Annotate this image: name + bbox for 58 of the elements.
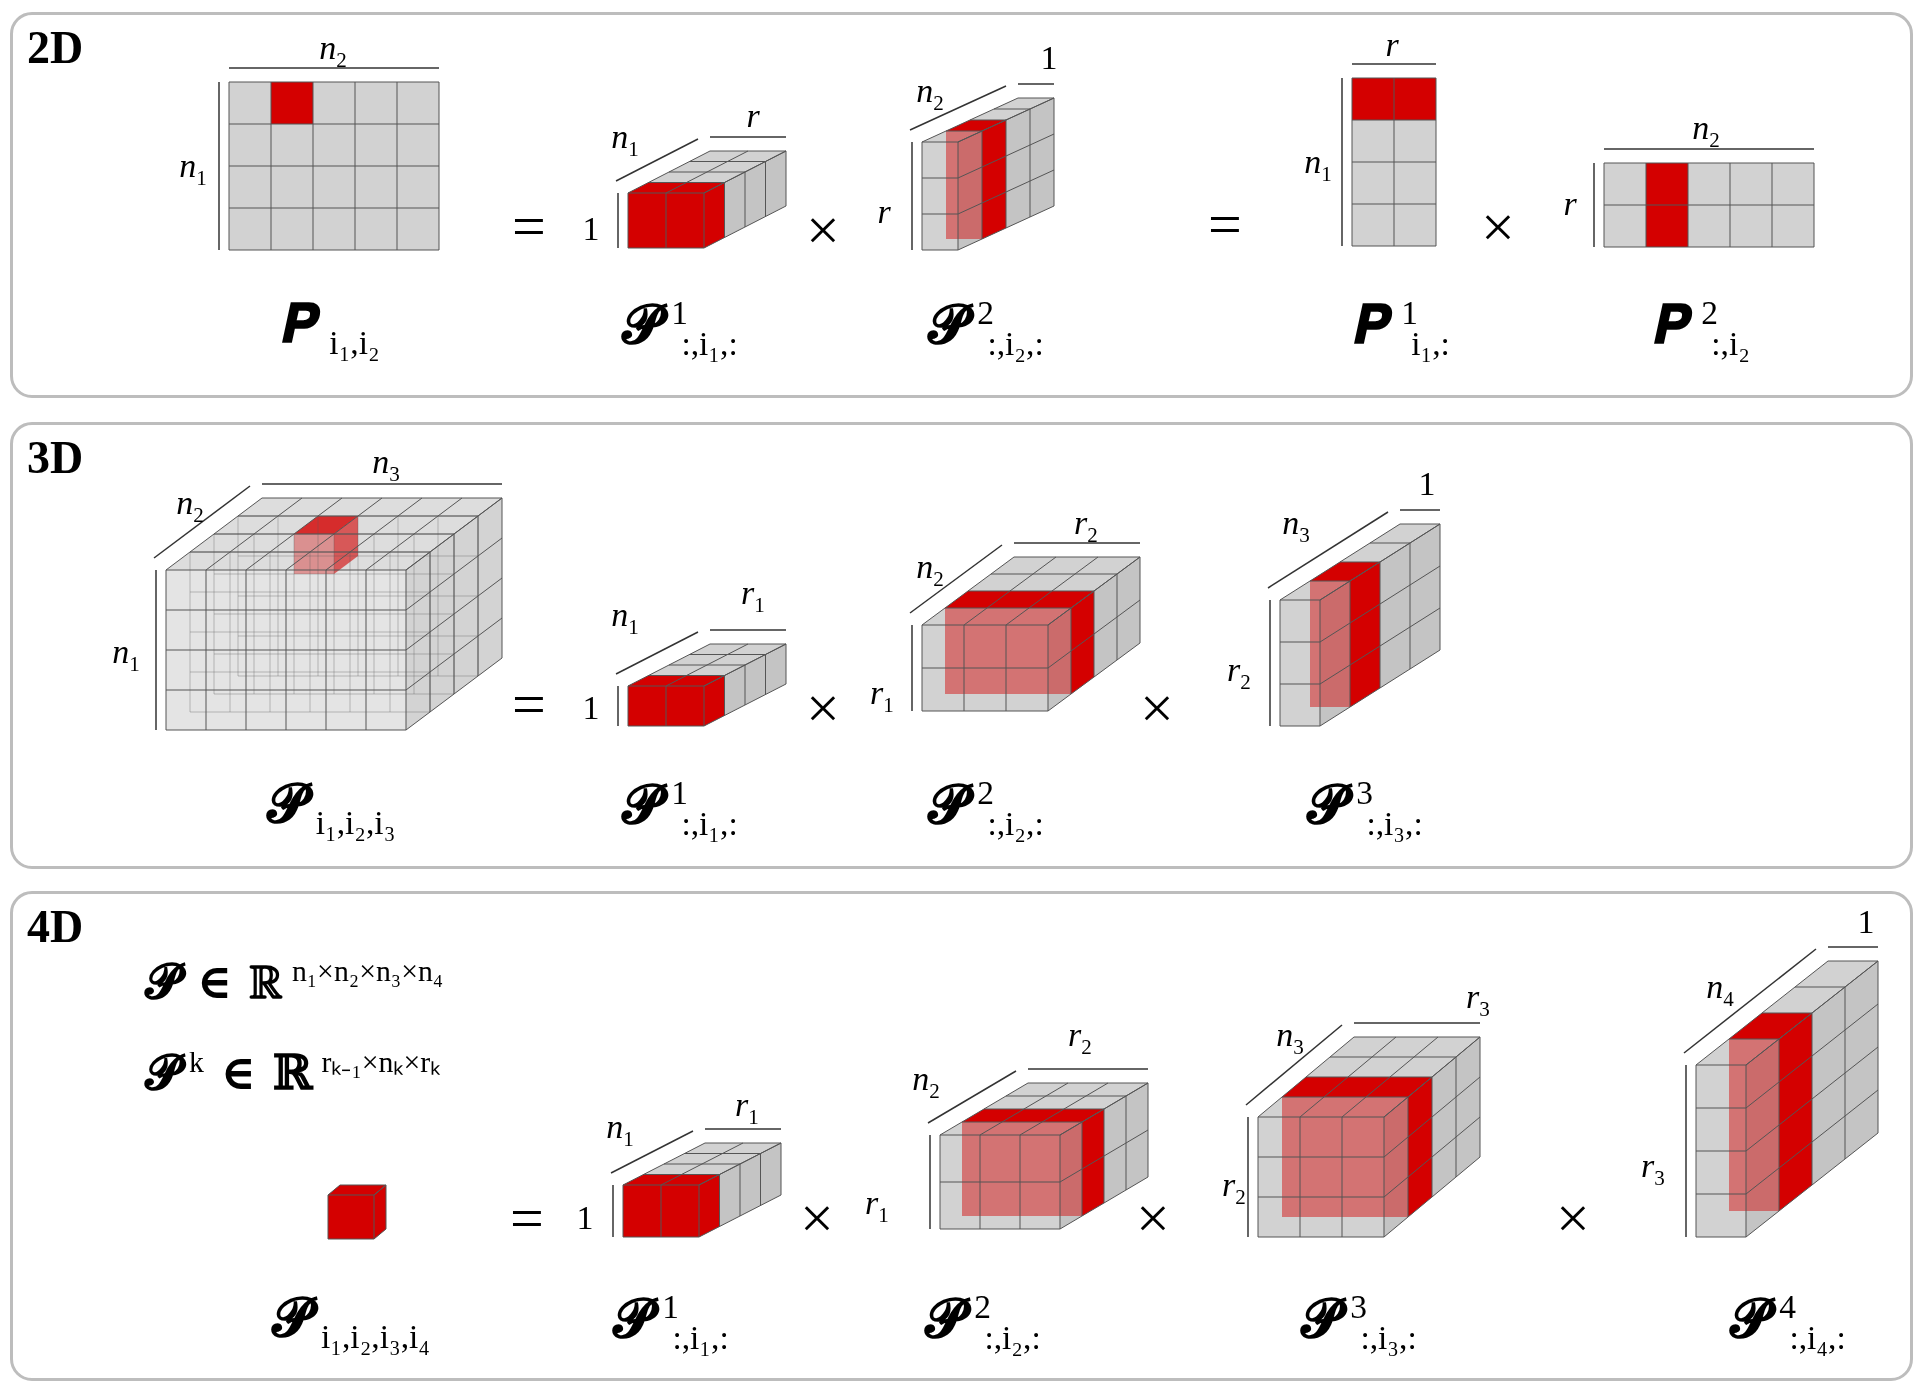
dimension-label: r$_{1}$ (741, 576, 765, 616)
formula: 𝓟$_{i₁,i₂,i₃,i₄}$ (272, 1290, 430, 1354)
dimension-label: n$_{1}$ (179, 149, 207, 189)
operator-symbol: × (806, 200, 840, 260)
panel-title: 3D (27, 431, 84, 484)
operator-symbol: = (1208, 194, 1242, 254)
dimension-label: r (877, 195, 891, 229)
dimension-label: n$_{3}$ (372, 445, 400, 485)
panel (10, 422, 1913, 869)
operator-symbol: × (1481, 197, 1515, 257)
dimension-label: n$_{2}$ (912, 1062, 940, 1102)
operator-symbol: = (510, 1188, 544, 1248)
dimension-label: n$_{1}$ (1304, 145, 1332, 185)
formula: 𝓟$^{k}$ ∈ ℝ$^{rₖ₋₁×nₖ×rₖ}$ (145, 1046, 441, 1096)
operator-symbol: = (512, 196, 546, 256)
dimension-label: r$_{1}$ (735, 1088, 759, 1128)
operator-symbol: = (512, 674, 546, 734)
formula: 𝓟$_{i₁,i₂,i₃}$ (266, 776, 396, 840)
dimension-label: n$_{1}$ (611, 120, 639, 160)
dimension-label: 1 (576, 1201, 594, 1235)
formula: 𝓟 ∈ ℝ$^{n₁×n₂×n₃×n₄}$ (145, 955, 444, 1005)
dimension-label: r (1385, 28, 1399, 62)
dimension-label: r$_{2}$ (1227, 653, 1251, 693)
dimension-label: n$_{2}$ (319, 31, 347, 71)
panel-title: 4D (27, 900, 84, 953)
dimension-label: r$_{2}$ (1074, 506, 1098, 546)
dimension-label: 1 (582, 691, 600, 725)
dimension-label: n$_{3}$ (1276, 1018, 1304, 1058)
dimension-label: n$_{2}$ (1692, 111, 1720, 151)
dimension-label: n$_{3}$ (1282, 506, 1310, 546)
panel (10, 12, 1913, 398)
operator-symbol: × (800, 1188, 834, 1248)
dimension-label: 1 (1857, 905, 1875, 939)
dimension-label: r$_{1}$ (865, 1186, 889, 1226)
dimension-label: r$_{1}$ (870, 676, 894, 716)
formula: 𝑷$_{i₁,i₂}$ (282, 296, 380, 360)
dimension-label: n$_{1}$ (611, 598, 639, 638)
operator-symbol: × (806, 678, 840, 738)
dimension-label: n$_{1}$ (606, 1110, 634, 1150)
dimension-label: 1 (1040, 41, 1058, 75)
dimension-label: 1 (1418, 467, 1436, 501)
dimension-label: r$_{3}$ (1641, 1149, 1665, 1189)
dimension-label: n$_{2}$ (176, 486, 204, 526)
dimension-label: r$_{3}$ (1466, 980, 1490, 1020)
dimension-label: 1 (582, 212, 600, 246)
dimension-label: r$_{2}$ (1068, 1018, 1092, 1058)
dimension-label: n$_{4}$ (1706, 970, 1734, 1010)
panel (10, 891, 1913, 1381)
dimension-label: r (746, 99, 760, 133)
panel-title: 2D (27, 21, 84, 74)
dimension-label: n$_{2}$ (916, 74, 944, 114)
dimension-label: n$_{2}$ (916, 550, 944, 590)
operator-symbol: × (1136, 1188, 1170, 1248)
operator-symbol: × (1556, 1188, 1590, 1248)
dimension-label: r$_{2}$ (1222, 1168, 1246, 1208)
dimension-label: r (1563, 187, 1577, 221)
operator-symbol: × (1140, 678, 1174, 738)
dimension-label: n$_{1}$ (112, 635, 140, 675)
